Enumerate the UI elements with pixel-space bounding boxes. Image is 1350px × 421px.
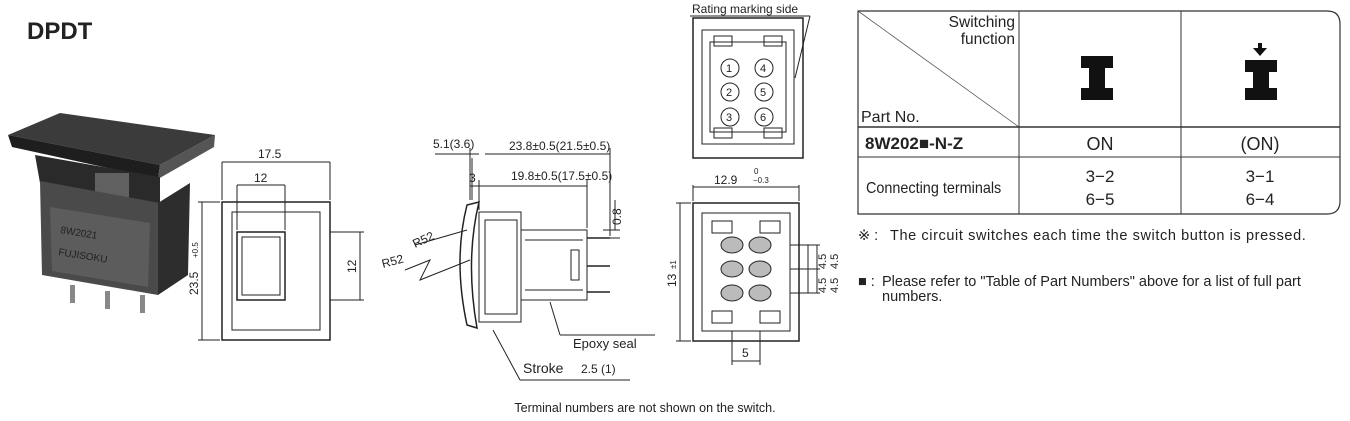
dim-top-right: 23.8±0.5(21.5±0.5) [509,139,610,153]
bottom-terminal-pins [720,236,772,302]
page-title: DPDT [27,18,93,45]
note-1-mark: ※ : [858,228,879,244]
col1-terminals-line1: 3−2 [1086,167,1115,186]
note-part-numbers: ■ : Please refer to "Table of Part Numbe… [858,275,1348,305]
state-on: ON [1087,134,1114,154]
connecting-terminals-label: Connecting terminals [866,179,1002,197]
radius-label-1: R52 [410,229,436,251]
dim-bottom-height-tol: ±1 [669,260,678,269]
dim-3: 3 [469,171,476,185]
side-view-drawing: 5.1(3.6) 23.8±0.5(21.5±0.5) 3 19.8±0.5(1… [380,137,655,381]
dim-width-tol-upper: 0 [754,167,759,176]
alternate-action-icon [1081,56,1113,100]
terminal-pins [720,58,774,127]
dim-body: 19.8±0.5(17.5±0.5) [511,169,612,183]
terminal-3: 3 [726,112,732,124]
col2-terminals-line1: 3−1 [1246,167,1275,186]
front-view-drawing: 17.5 12 23.5 +0.5 12 [187,147,364,341]
bottom-view-drawing: 12.9 0 −0.3 13 ±1 4.5 4.5 4.5 4.5 5 [665,167,841,365]
switching-function-table: Switching function Part No. 8W202■-N-Z O… [857,10,1341,215]
terminal-6: 6 [760,112,766,124]
dim-terminal: 0.8 [610,208,624,225]
product-photo: 8W2021 FUJISOKU [8,113,215,313]
dim-height: 23.5 [187,271,201,295]
dim-outer-width: 17.5 [258,147,282,161]
header-switching-function: Switching function [948,14,1015,48]
terminal-5: 5 [760,87,766,99]
terminal-layout-drawing: 1 4 2 5 3 6 Rating marking side [690,2,811,159]
part-number: 8W202■-N-Z [865,134,963,153]
dim-top-left: 5.1(3.6) [433,137,474,151]
state-momentary-on: (ON) [1241,134,1280,154]
epoxy-seal-label: Epoxy seal [573,336,637,351]
stroke-label: Stroke [523,360,564,376]
note-circuit-switch: ※ : The circuit switches each time the s… [858,229,1348,244]
momentary-action-icon [1245,43,1277,100]
header-part-no: Part No. [861,109,920,126]
dim-pitch-3: 4.5 [817,278,829,293]
terminal-caption: Terminal numbers are not shown on the sw… [514,401,776,415]
radius-label-2: R52 [380,252,405,271]
dim-bottom-width: 12.9 [714,173,738,187]
dim-pitch-2: 4.5 [829,254,841,269]
note-1-text: The circuit switches each time the switc… [890,228,1307,244]
col2-terminals-line2: 6−4 [1246,190,1275,209]
terminal-1: 1 [726,63,732,75]
terminal-4: 4 [760,63,766,75]
dim-button-height: 12 [345,259,359,273]
col1-terminals-line2: 6−5 [1086,190,1115,209]
dim-bottom-height: 13 [665,273,679,287]
note-2-text: Please refer to "Table of Part Numbers" … [882,274,1301,305]
dim-width-tol-lower: −0.3 [753,176,769,185]
rating-marking-label: Rating marking side [692,2,798,16]
terminal-2: 2 [726,87,732,99]
note-2-mark: ■ : [858,274,875,290]
stroke-value: 2.5 (1) [581,362,616,376]
dim-pitch-1: 4.5 [817,254,829,269]
dim-spacing: 5 [742,346,749,360]
dim-inner-width: 12 [254,171,268,185]
dim-pitch-4: 4.5 [829,278,841,293]
dim-height-tol: +0.5 [191,242,200,258]
